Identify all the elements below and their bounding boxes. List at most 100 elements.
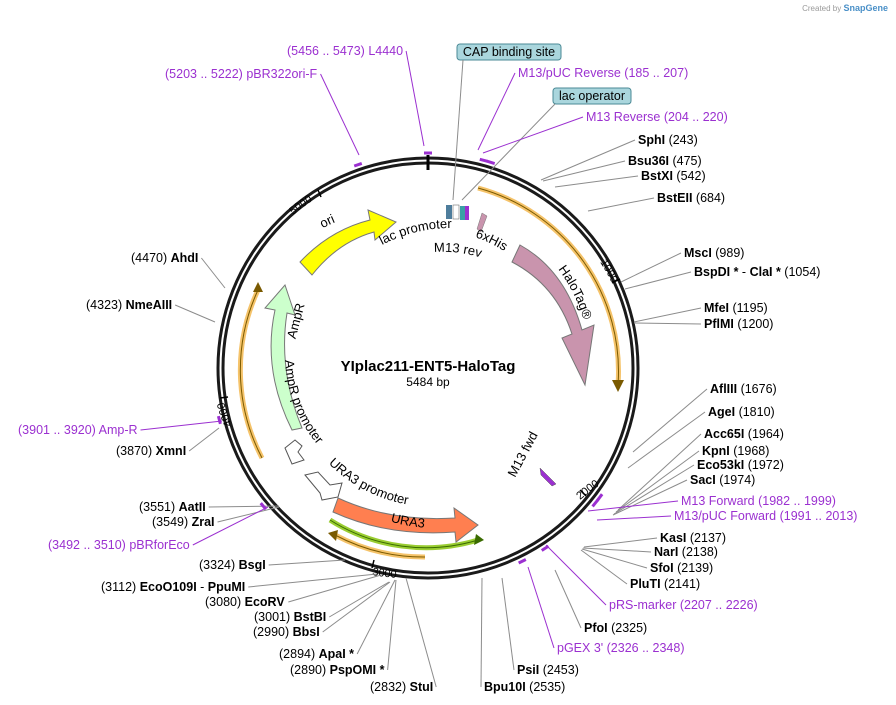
enzyme-label: Bsu36I (475): [628, 154, 702, 168]
feature-ura3-arrow: [332, 497, 479, 543]
enzyme-site-stui: (2832) StuI: [370, 577, 437, 694]
primer-leader: [140, 420, 223, 431]
enzyme-leader: [617, 433, 702, 511]
enzyme-label: (3551) AatII: [139, 500, 206, 514]
primer-leader: [320, 73, 360, 156]
enzyme-site-agei: AgeI (1810): [627, 405, 775, 469]
enzyme-label: AflIII (1676): [710, 382, 777, 396]
enzyme-leader: [480, 577, 483, 688]
primer-marker: [596, 493, 604, 502]
enzyme-leader: [583, 537, 658, 548]
box-lac-operator: [552, 87, 632, 105]
enzyme-label: MscI (989): [684, 246, 744, 260]
primer-marker: [486, 159, 496, 165]
enzyme-leader: [329, 581, 390, 618]
enzyme-label: PsiI (2453): [517, 663, 579, 677]
feature-m13rev-label: M13 rev: [434, 240, 484, 261]
orf-arc-ura3-green-line: [329, 519, 479, 549]
leader-cap-binding-site: [452, 59, 464, 201]
primer-pbr322ori-f: (5203 .. 5222) pBR322ori-F: [165, 67, 363, 168]
enzyme-leader: [620, 252, 682, 283]
feature-ori-label: ori: [317, 211, 337, 231]
enzyme-site-nari: NarI (2138): [582, 545, 718, 559]
primer-marker: [259, 502, 268, 511]
enzyme-site-sphi: SphI (243): [540, 133, 698, 181]
enzyme-leader: [288, 574, 382, 603]
enzyme-site-sfoi: SfoI (2139): [581, 548, 713, 575]
enzyme-leader: [540, 139, 636, 181]
box-cap-binding-site: [456, 43, 562, 61]
enzyme-site-pfoi: PfoI (2325): [554, 569, 647, 635]
enzyme-site-bsteii: BstEII (684): [587, 191, 725, 212]
feature-m13fwd-arrow: [539, 467, 557, 487]
feature-m13fwd-label: M13 fwd: [504, 429, 540, 479]
enzyme-label: NarI (2138): [654, 545, 718, 559]
enzyme-site-bspdi: BspDI * - ClaI * (1054): [624, 265, 820, 290]
enzyme-site-zrai: (3549) ZraI: [152, 506, 280, 529]
enzyme-site-nmeaiii: (4323) NmeAIII: [86, 298, 216, 323]
primer-m13-puc-forward: M13/pUC Forward (1991 .. 2013): [591, 499, 857, 523]
primer-leader: [482, 116, 584, 154]
primer-label: M13 Forward (1982 .. 1999): [681, 494, 836, 508]
enzyme-label: SacI (1974): [690, 473, 755, 487]
orf-arc-ura3-line: [334, 534, 426, 558]
primer-label: (3492 .. 3510) pBRforEco: [48, 538, 190, 552]
primer-marker: [216, 415, 222, 425]
primer-pgex-3: pGEX 3' (2326 .. 2348): [517, 558, 684, 655]
enzyme-leader: [268, 559, 346, 566]
enzyme-site-ahdi: (4470) AhdI: [131, 251, 226, 289]
enzyme-site-mfei: MfeI (1195): [633, 301, 768, 323]
orf-arc-halotag-line: [477, 187, 619, 386]
leader-lac-operator: [461, 103, 556, 201]
enzyme-label: (3001) BstBI: [254, 610, 326, 624]
enzyme-leader: [582, 547, 652, 553]
enzyme-leader: [542, 160, 626, 182]
enzyme-site-bpu10i: Bpu10I (2535): [480, 577, 565, 694]
enzyme-label: (2890) PspOMI *: [290, 663, 385, 677]
enzyme-leader: [322, 581, 391, 633]
enzyme-site-pspomi: (2890) PspOMI *: [290, 579, 397, 677]
enzyme-label: PflMI (1200): [704, 317, 773, 331]
primer-leader: [477, 72, 516, 151]
enzyme-leader: [174, 304, 216, 323]
orf-arrow-halotag: [612, 380, 624, 392]
feature-ori-arrow: [299, 209, 397, 276]
primer-label: M13/pUC Forward (1991 .. 2013): [674, 509, 857, 523]
enzyme-label: SfoI (2139): [650, 561, 713, 575]
enzyme-label: BstEII (684): [657, 191, 725, 205]
credit-prefix: Created by: [802, 4, 842, 13]
enzyme-leader: [627, 411, 706, 469]
primer-leader: [596, 515, 672, 521]
plasmid-name: YIplac211-ENT5-HaloTag: [341, 358, 516, 375]
enzyme-leader: [624, 271, 692, 290]
feature-ampr-promoter-arrow: [284, 439, 305, 465]
enzyme-site-kasi: KasI (2137): [583, 531, 726, 548]
primer-marker: [591, 499, 599, 508]
tick-4000-mark: [219, 396, 229, 399]
primer-label: (5203 .. 5222) pBR322ori-F: [165, 67, 318, 81]
enzyme-label: (3870) XmnI: [116, 444, 186, 458]
enzyme-leader: [405, 577, 437, 688]
enzyme-label: SphI (243): [638, 133, 698, 147]
primer-label: pGEX 3' (2326 .. 2348): [557, 641, 684, 655]
primer-marker: [353, 161, 363, 168]
enzyme-leader: [501, 577, 515, 671]
enzyme-label: BspDI * - ClaI * (1054): [694, 265, 820, 279]
primer-amp-r: (3901 .. 3920) Amp-R: [18, 415, 223, 437]
enzyme-site-afliii: AflIII (1676): [632, 382, 777, 453]
enzyme-label: Acc65I (1964): [704, 427, 784, 441]
primer-label: (3901 .. 3920) Amp-R: [18, 423, 138, 437]
enzyme-label: KpnI (1968): [702, 444, 769, 458]
tick-label-3000: 3000: [372, 566, 397, 581]
enzyme-label: (3549) ZraI: [152, 515, 215, 529]
enzyme-leader: [200, 257, 226, 289]
enzyme-site-kpni: KpnI (1968): [615, 444, 769, 513]
enzyme-label: (3112) EcoO109I - PpuMI: [101, 580, 245, 594]
primer-leader: [545, 544, 607, 606]
primer-m13-forward: M13 Forward (1982 .. 1999): [587, 493, 836, 512]
enzyme-site-saci: SacI (1974): [612, 473, 755, 516]
enzyme-label: PfoI (2325): [584, 621, 647, 635]
enzyme-leader: [633, 307, 702, 323]
feature-lacop-block: [460, 206, 465, 220]
primer-layer: (5456 .. 5473) L4440(5203 .. 5222) pBR32…: [18, 44, 857, 655]
